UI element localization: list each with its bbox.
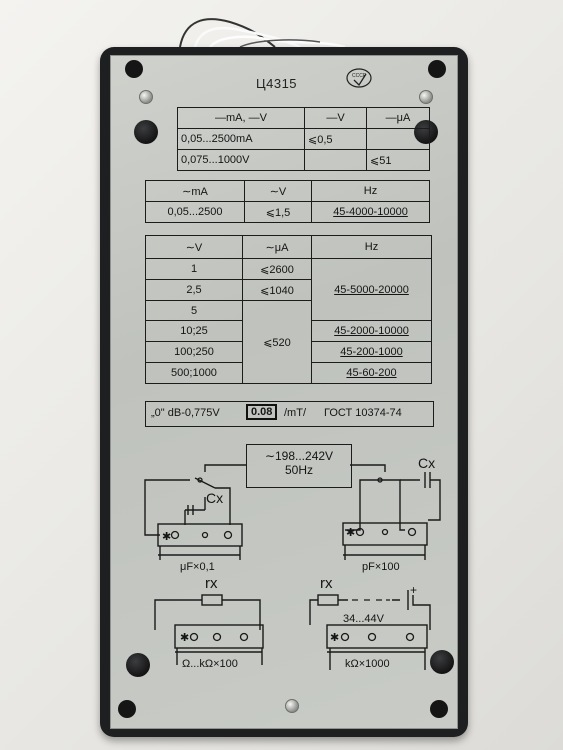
table-cell: ⩽51: [366, 149, 430, 171]
db-reference-row: „0" dB-0,775V 0.08 /mT/ ГОСТ 10374-74: [145, 401, 434, 427]
corner-hole: [428, 60, 446, 78]
cap-right-scale: pF×100: [362, 561, 400, 573]
supply-frequency: 50Hz: [284, 463, 313, 477]
model-title: Ц4315: [256, 76, 298, 91]
supply-voltage: ∼198...242V: [264, 449, 334, 463]
table-cell: ⩽520: [242, 300, 312, 384]
screw: [139, 90, 153, 104]
rubber-foot: [430, 650, 454, 674]
ac-v-spec-table: ∼V ∼μA Hz 1 ⩽2600 45-5000-20000 2,5 ⩽104…: [145, 235, 432, 384]
table-cell: ⩽1,5: [244, 201, 312, 223]
res-right-label: rx: [320, 575, 333, 592]
dc-spec-table: —mA, —V —V —μA 0,05...2500mA ⩽0,5 0,075.…: [177, 107, 430, 171]
quality-mark-logo: СССР: [346, 68, 372, 88]
cap-left-label: Cx: [206, 490, 223, 506]
res-right-scale: kΩ×1000: [345, 658, 390, 670]
table-header: —μA: [366, 107, 430, 129]
table-cell: 45-60-200: [311, 362, 432, 384]
standard-text: ГОСТ 10374-74: [324, 407, 402, 419]
table-cell: 45-200-1000: [311, 341, 432, 363]
table-cell: 45-5000-20000: [311, 258, 432, 321]
logo-text: СССР: [352, 73, 367, 79]
table-cell: ⩽0,5: [304, 128, 367, 150]
table-cell: 45-4000-10000: [311, 201, 430, 223]
table-cell: ⩽2600: [242, 258, 312, 280]
plus-sign: +: [410, 583, 417, 597]
star-mark: ✱: [330, 632, 339, 644]
corner-hole: [118, 700, 136, 718]
star-mark: ✱: [346, 527, 355, 539]
cap-left-scale: μF×0,1: [180, 561, 215, 573]
db-reference-text: „0" dB-0,775V: [151, 407, 220, 419]
table-header: ∼V: [145, 235, 243, 259]
res-right-voltage: 34...44V: [343, 613, 385, 625]
star-mark: ✱: [162, 531, 171, 543]
cap-right-label: Cx: [418, 455, 435, 471]
screw: [419, 90, 433, 104]
rubber-foot: [134, 120, 158, 144]
rubber-foot: [126, 653, 150, 677]
table-cell: 0,05...2500: [145, 201, 245, 223]
supply-box: ∼198...242V 50Hz: [246, 444, 352, 488]
screw: [285, 699, 299, 713]
sensitivity-unit: /mT/: [284, 407, 306, 419]
sensitivity-value: 0.08: [246, 404, 278, 420]
corner-hole: [125, 60, 143, 78]
table-cell: 500;1000: [145, 362, 243, 384]
res-left-label: rx: [205, 575, 218, 592]
star-mark: ✱: [180, 632, 189, 644]
table-cell: 0,075...1000V: [177, 149, 305, 171]
ac-ma-spec-table: ∼mA ∼V Hz 0,05...2500 ⩽1,5 45-4000-10000: [145, 180, 430, 223]
res-left-scale: Ω...kΩ×100: [182, 658, 238, 670]
corner-hole: [430, 700, 448, 718]
table-cell: ⩽1040: [242, 279, 312, 301]
